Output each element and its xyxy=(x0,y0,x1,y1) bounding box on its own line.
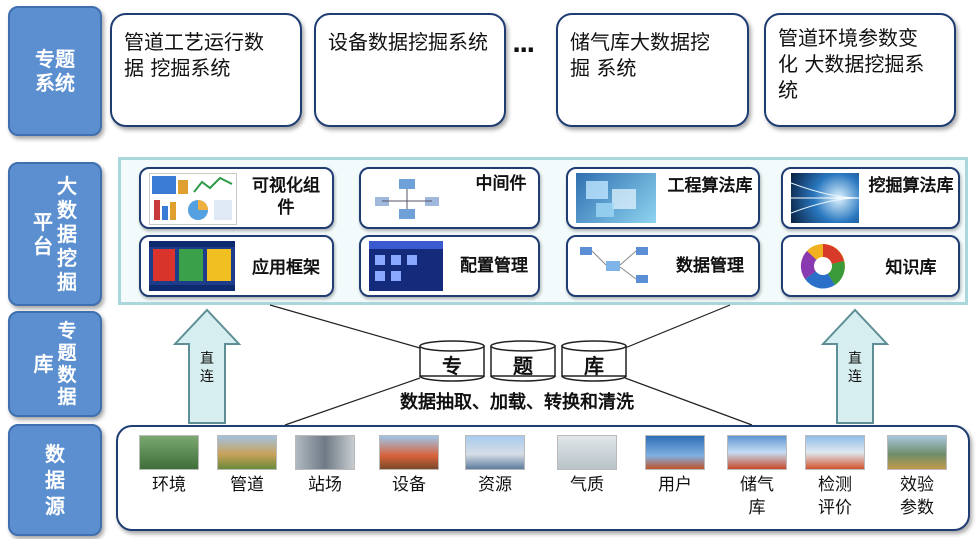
label-data-source: 数 据 源 xyxy=(8,424,102,536)
direct-arrow-left xyxy=(172,308,242,424)
cylinder-3 xyxy=(561,340,627,382)
source-label: 储气 库 xyxy=(740,475,774,518)
chart-icon xyxy=(152,176,233,220)
data-stream-icon xyxy=(790,182,860,214)
pipeline-photo xyxy=(217,435,277,470)
source-label: 效验 参数 xyxy=(900,475,934,518)
direct-label-left: 直 连 xyxy=(200,351,214,385)
engineering-label: 工程算法库 xyxy=(667,176,753,196)
label-topic-db-col2: 专 题 数 据 xyxy=(57,320,77,408)
gas-storage-photo xyxy=(727,435,787,470)
system-gas-storage: 储气库大数据挖 掘 系统 xyxy=(556,13,749,127)
middleware-label: 中间件 xyxy=(475,174,527,194)
source-inspection: 检测 评价 xyxy=(800,435,870,520)
settings-window-icon xyxy=(369,241,443,281)
middleware-thumbnail xyxy=(369,175,447,223)
visualization-thumbnail xyxy=(149,173,237,225)
source-station: 站场 xyxy=(290,435,360,497)
app-framework-thumbnail xyxy=(149,241,235,291)
source-pipeline: 管道 xyxy=(212,435,282,497)
label-platform-col1: 平 台 xyxy=(33,210,53,258)
label-topic-db-col1: 库 xyxy=(33,352,54,376)
data-mgmt-label: 数据管理 xyxy=(676,256,744,276)
engineering-thumbnail xyxy=(576,173,656,223)
cylinder-2 xyxy=(490,340,556,382)
source-gas-quality: 气质 xyxy=(552,435,622,497)
source-label: 环境 xyxy=(152,475,186,495)
source-equipment: 设备 xyxy=(374,435,444,497)
label-topic-db: 库 专 题 数 据 xyxy=(8,311,102,417)
data-flow-icon xyxy=(580,247,648,283)
station-photo xyxy=(295,435,355,470)
comp-app-framework: 应用框架 xyxy=(139,235,334,297)
source-label: 站场 xyxy=(308,475,342,495)
label-topic-system-text: 专题 系统 xyxy=(35,47,75,95)
cylinder-1 xyxy=(419,340,485,382)
cube-icon xyxy=(586,181,636,217)
system-storage-text: 储气库大数据挖 掘 系统 xyxy=(570,30,710,80)
cylinder-3-label: 库 xyxy=(584,354,604,378)
config-label: 配置管理 xyxy=(460,256,528,276)
cylinder-1-label: 专 xyxy=(442,354,462,378)
gas-quality-photo xyxy=(557,435,617,470)
system-pipeline-text: 管道工艺运行数 据 挖掘系统 xyxy=(124,30,264,80)
ellipsis: ··· xyxy=(512,36,535,64)
dashboard-icon xyxy=(149,241,235,291)
mining-thumbnail xyxy=(790,173,860,223)
resources-photo xyxy=(465,435,525,470)
source-resources: 资源 xyxy=(460,435,530,497)
environment-photo xyxy=(139,435,199,470)
source-label: 用户 xyxy=(658,475,692,495)
system-equipment: 设备数据挖掘系统 xyxy=(314,13,506,127)
visualization-label: 可视化组 件 xyxy=(252,176,320,218)
calibration-photo xyxy=(887,435,947,470)
knowledge-label: 知识库 xyxy=(885,258,937,278)
equipment-photo xyxy=(379,435,439,470)
comp-config-management: 配置管理 xyxy=(359,235,540,297)
source-label: 管道 xyxy=(230,475,264,495)
etl-process-label: 数据抽取、加载、转换和清洗 xyxy=(400,392,634,413)
mining-label: 挖掘算法库 xyxy=(868,176,954,196)
comp-knowledge-base: 知识库 xyxy=(781,235,960,297)
funnel-line-bottom-left xyxy=(284,377,421,426)
source-label: 设备 xyxy=(392,475,426,495)
label-topic-system: 专题 系统 xyxy=(8,6,102,136)
system-environment: 管道环境参数变 化 大数据挖掘系 统 xyxy=(764,13,956,127)
direct-arrow-right xyxy=(820,308,890,424)
comp-visualization: 可视化组 件 xyxy=(139,167,334,229)
source-label: 资源 xyxy=(478,475,512,495)
comp-data-management: 数据管理 xyxy=(566,235,760,297)
source-gas-storage: 储气 库 xyxy=(722,435,792,520)
system-equipment-text: 设备数据挖掘系统 xyxy=(328,30,488,54)
user-photo xyxy=(645,435,705,470)
network-icon xyxy=(375,179,439,219)
source-calibration: 效验 参数 xyxy=(882,435,952,520)
label-big-data-platform: 平 台 大 数 据 挖 掘 xyxy=(8,162,102,306)
cycle-wheel-icon xyxy=(800,244,845,289)
source-user: 用户 xyxy=(640,435,710,497)
source-label: 气质 xyxy=(570,475,604,495)
system-environment-text: 管道环境参数变 化 大数据挖掘系 统 xyxy=(778,26,925,102)
label-platform-col2: 大 数 据 挖 掘 xyxy=(57,174,77,294)
inspection-photo xyxy=(805,435,865,470)
data-mgmt-thumbnail xyxy=(576,241,658,291)
label-data-source-text: 数 据 源 xyxy=(45,442,65,518)
source-label: 检测 评价 xyxy=(818,475,852,518)
comp-middleware: 中间件 xyxy=(359,167,540,229)
comp-mining-algorithms: 挖掘算法库 xyxy=(781,167,960,229)
app-framework-label: 应用框架 xyxy=(252,258,320,278)
funnel-line-top-right xyxy=(624,304,731,349)
knowledge-thumbnail xyxy=(797,241,849,291)
config-thumbnail xyxy=(369,241,443,291)
direct-label-right: 直 连 xyxy=(848,351,862,385)
funnel-line-top-left xyxy=(269,304,421,349)
system-pipeline-process: 管道工艺运行数 据 挖掘系统 xyxy=(110,13,302,127)
comp-engineering-algorithms: 工程算法库 xyxy=(566,167,760,229)
funnel-line-bottom-right xyxy=(624,377,753,426)
cylinder-2-label: 题 xyxy=(513,354,533,378)
source-environment: 环境 xyxy=(134,435,204,497)
data-source-bar: 环境 管道 站场 设备 资源 气质 用户 储气 库 检测 评价 效验 参数 xyxy=(116,425,970,531)
